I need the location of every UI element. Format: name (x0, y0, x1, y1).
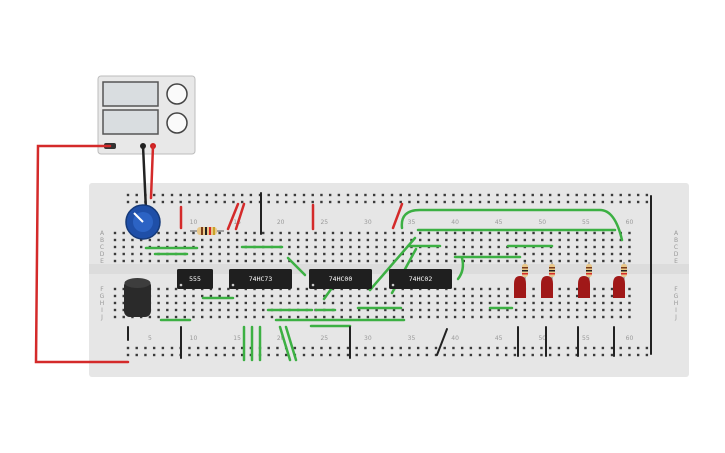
row-letter: G (100, 293, 105, 300)
column-number: 25 (320, 335, 328, 342)
led[interactable] (613, 262, 627, 298)
wire-green (368, 236, 417, 292)
row-letter: G (674, 293, 679, 300)
column-number: 60 (626, 219, 634, 226)
column-number: 10 (190, 335, 198, 342)
chip-555[interactable]: 555 (177, 269, 213, 289)
row-letter: A (674, 230, 679, 237)
row-letter: B (674, 237, 678, 244)
wire-red (234, 202, 246, 231)
column-number: 35 (408, 219, 416, 226)
leds (514, 262, 627, 298)
chip-label: 555 (189, 275, 201, 283)
wire-green (284, 325, 298, 362)
pin1-marker-icon (179, 283, 183, 287)
electrolytic-capacitor[interactable] (124, 278, 151, 317)
row-letter: F (100, 286, 104, 293)
column-number: 55 (582, 219, 590, 226)
chip-label: 74HC73 (249, 275, 273, 283)
led[interactable] (578, 262, 592, 298)
pin1-marker-icon (391, 283, 395, 287)
current-knob-icon[interactable] (166, 112, 188, 134)
chip-74hc73[interactable]: 74HC73 (229, 269, 292, 289)
row-letter: E (100, 258, 104, 265)
column-number: 35 (408, 335, 416, 342)
column-number: 40 (451, 219, 459, 226)
voltage-knob-icon[interactable] (166, 83, 188, 105)
chip-74hc00[interactable]: 74HC00 (309, 269, 372, 289)
row-letter: J (100, 314, 103, 321)
column-number: 10 (190, 219, 198, 226)
row-letter: I (101, 307, 103, 314)
column-number: 15 (233, 335, 241, 342)
wire-black (436, 328, 448, 356)
column-number: 50 (538, 335, 546, 342)
column-number: 5 (148, 335, 152, 342)
row-letter: C (100, 244, 104, 251)
column-number: 20 (277, 335, 285, 342)
knob-indicator (133, 212, 144, 223)
led-body-icon (578, 276, 590, 298)
column-number: 20 (277, 219, 285, 226)
row-letter: H (674, 300, 679, 307)
wire-green (456, 256, 465, 281)
wire-green (400, 208, 624, 242)
wire-red (149, 144, 155, 200)
chip-74hc02[interactable]: 74HC02 (389, 269, 452, 289)
row-letter: D (100, 251, 105, 258)
wire-black (141, 144, 148, 212)
row-letter: B (100, 237, 104, 244)
led-body-icon (541, 276, 553, 298)
pin1-marker-icon (231, 283, 235, 287)
row-letter: C (674, 244, 678, 251)
pin1-marker-icon (311, 283, 315, 287)
wire-green (278, 325, 292, 362)
wire-green (286, 256, 307, 277)
wire-red-loop (34, 144, 130, 364)
breadboard-labels: 5510101515202025253030353540404545505055… (100, 219, 679, 342)
column-number: 45 (495, 335, 503, 342)
column-number: 30 (364, 219, 372, 226)
column-number: 25 (320, 219, 328, 226)
row-letter: F (674, 286, 678, 293)
column-number: 45 (495, 219, 503, 226)
led[interactable] (514, 262, 528, 298)
led-body-icon (514, 276, 526, 298)
row-letter: H (100, 300, 105, 307)
power-supply[interactable] (97, 75, 196, 155)
wires (34, 144, 652, 364)
led-body-icon (613, 276, 625, 298)
column-number: 30 (364, 335, 372, 342)
column-number: 40 (451, 335, 459, 342)
potentiometer[interactable] (125, 204, 161, 240)
resistor[interactable] (190, 227, 224, 235)
row-letter: J (674, 314, 677, 321)
chip-label: 74HC02 (409, 275, 433, 283)
row-letter: E (674, 258, 678, 265)
wire-red (391, 202, 404, 230)
column-number: 60 (626, 335, 634, 342)
column-number: 55 (582, 335, 590, 342)
chips: 555 74HC73 74HC00 74HC02 (177, 269, 452, 289)
column-number: 50 (538, 219, 546, 226)
led[interactable] (541, 262, 555, 298)
chip-label: 74HC00 (329, 275, 353, 283)
row-letter: A (100, 230, 105, 237)
row-letter: D (674, 251, 679, 258)
wire-red (226, 202, 240, 231)
row-letter: I (675, 307, 677, 314)
